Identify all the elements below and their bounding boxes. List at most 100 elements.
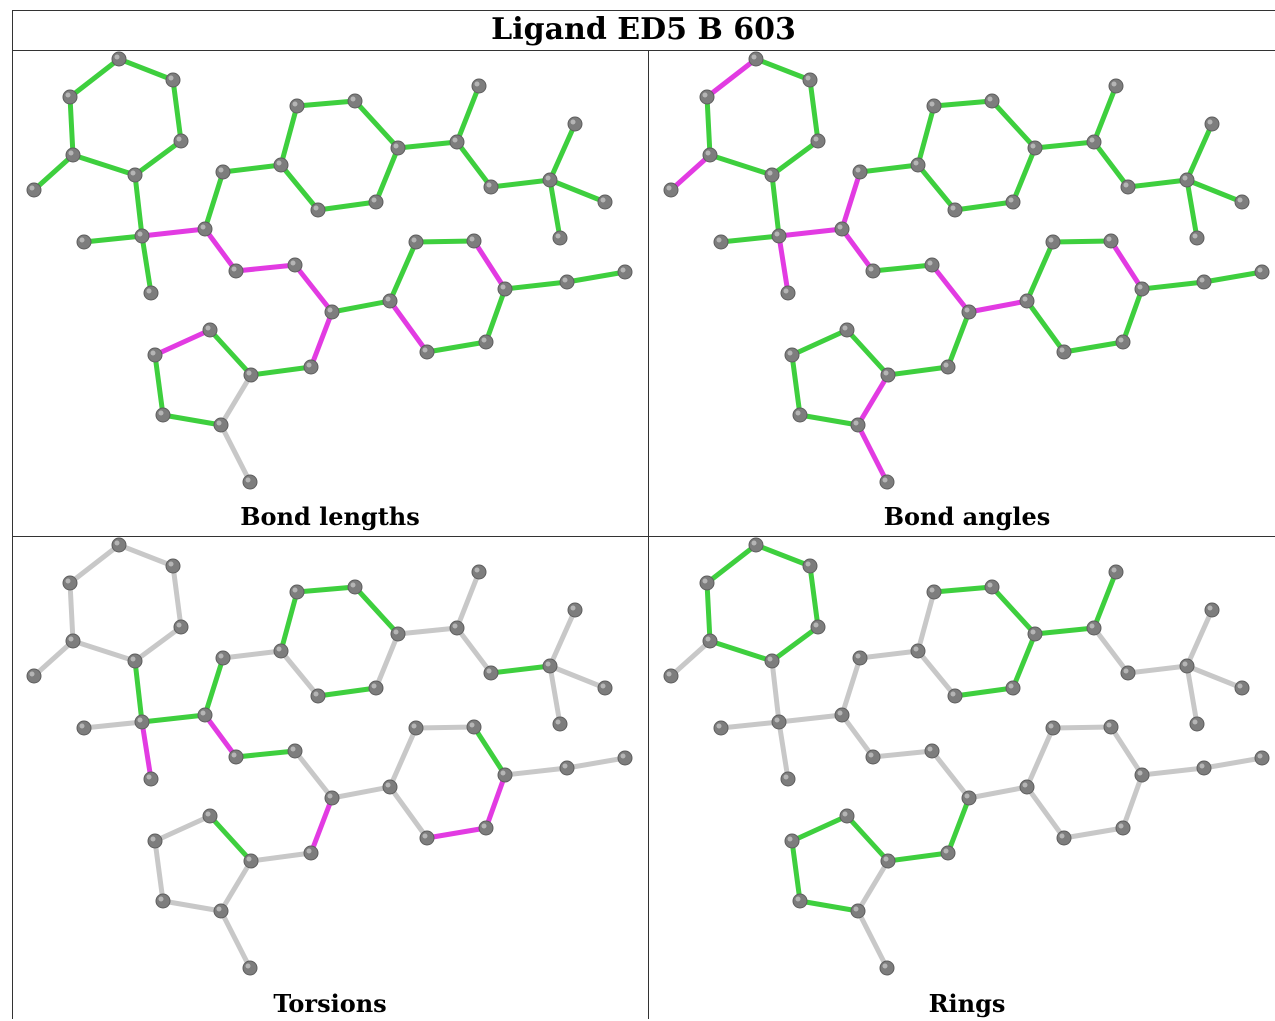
bond — [1010, 631, 1038, 691]
atom — [1045, 720, 1061, 736]
atom — [567, 602, 583, 618]
atom — [984, 579, 1000, 595]
atom — [597, 680, 613, 696]
bond — [769, 172, 782, 239]
atom — [76, 234, 92, 250]
atom — [243, 853, 259, 869]
bond — [1024, 298, 1067, 355]
atom-highlight — [600, 197, 606, 203]
atom — [165, 558, 181, 574]
bond — [1125, 177, 1190, 190]
atom-highlight — [1237, 197, 1243, 203]
atom-highlight — [555, 233, 561, 239]
atom — [834, 707, 850, 723]
bond — [233, 748, 298, 760]
atom — [663, 182, 679, 198]
bond — [387, 784, 430, 841]
atom-highlight — [452, 137, 458, 143]
atom-highlight — [216, 420, 222, 426]
bond — [139, 712, 208, 725]
panel-caption: Bond angles — [883, 502, 1051, 531]
bond — [855, 908, 890, 971]
atom-highlight — [327, 307, 333, 313]
atom — [984, 93, 1000, 109]
atom-highlight — [486, 182, 492, 188]
bond — [329, 298, 393, 315]
atom-highlight — [666, 671, 672, 677]
atom-highlight — [1182, 175, 1188, 181]
bond — [1024, 725, 1056, 790]
atom — [26, 668, 42, 684]
atom — [76, 720, 92, 736]
atom-highlight — [774, 717, 780, 723]
bond — [413, 238, 477, 245]
atom — [879, 474, 895, 490]
bond — [278, 103, 300, 168]
atom-highlight — [469, 722, 475, 728]
bond — [502, 279, 570, 292]
atom-highlight — [1106, 722, 1112, 728]
atom-highlight — [787, 836, 793, 842]
atom-highlight — [176, 622, 182, 628]
atom-highlight — [292, 101, 298, 107]
atom — [926, 98, 942, 114]
atom-highlight — [246, 856, 252, 862]
bond — [471, 238, 508, 292]
atom — [910, 643, 926, 659]
atom-highlight — [1137, 284, 1143, 290]
bond — [207, 813, 254, 864]
bond — [395, 625, 460, 637]
bond — [292, 262, 335, 315]
bond — [704, 94, 713, 158]
bond — [454, 569, 482, 631]
atom — [748, 537, 764, 553]
atom-highlight — [481, 823, 487, 829]
bond — [807, 563, 821, 630]
bond — [488, 177, 553, 190]
bond — [81, 719, 145, 731]
atom-highlight — [987, 582, 993, 588]
atom — [466, 719, 482, 735]
atom — [347, 579, 363, 595]
atom — [165, 72, 181, 88]
bond — [776, 226, 845, 239]
atom — [780, 285, 796, 301]
atom — [924, 743, 940, 759]
atom-highlight — [855, 167, 861, 173]
atom-highlight — [1030, 629, 1036, 635]
bond — [1108, 238, 1145, 292]
atom-highlight — [474, 81, 480, 87]
atom-highlight — [842, 325, 848, 331]
bond — [789, 838, 803, 904]
atom-highlight — [469, 236, 475, 242]
bond — [857, 162, 921, 175]
bond — [966, 298, 1030, 315]
atom-highlight — [813, 136, 819, 142]
atom — [764, 167, 780, 183]
bond — [547, 177, 608, 205]
molecule-diagram — [663, 537, 1270, 976]
atom — [478, 820, 494, 836]
bond — [352, 584, 401, 637]
atom-highlight — [1089, 137, 1095, 143]
atom — [713, 234, 729, 250]
atom — [771, 714, 787, 730]
bond — [1061, 339, 1126, 355]
atom — [784, 347, 800, 363]
atom — [1115, 820, 1131, 836]
atom — [1189, 230, 1205, 246]
atom-highlight — [964, 793, 970, 799]
atom-highlight — [114, 54, 120, 60]
atom — [147, 833, 163, 849]
atom-highlight — [783, 288, 789, 294]
atom — [324, 790, 340, 806]
atom-highlight — [168, 75, 174, 81]
atom — [497, 767, 513, 783]
atom-highlight — [146, 288, 152, 294]
atom — [542, 172, 558, 188]
panel-bond-lengths: Bond lengths — [12, 51, 648, 535]
atom — [310, 202, 326, 218]
atom — [802, 72, 818, 88]
bond — [202, 226, 239, 274]
atom-highlight — [313, 691, 319, 697]
